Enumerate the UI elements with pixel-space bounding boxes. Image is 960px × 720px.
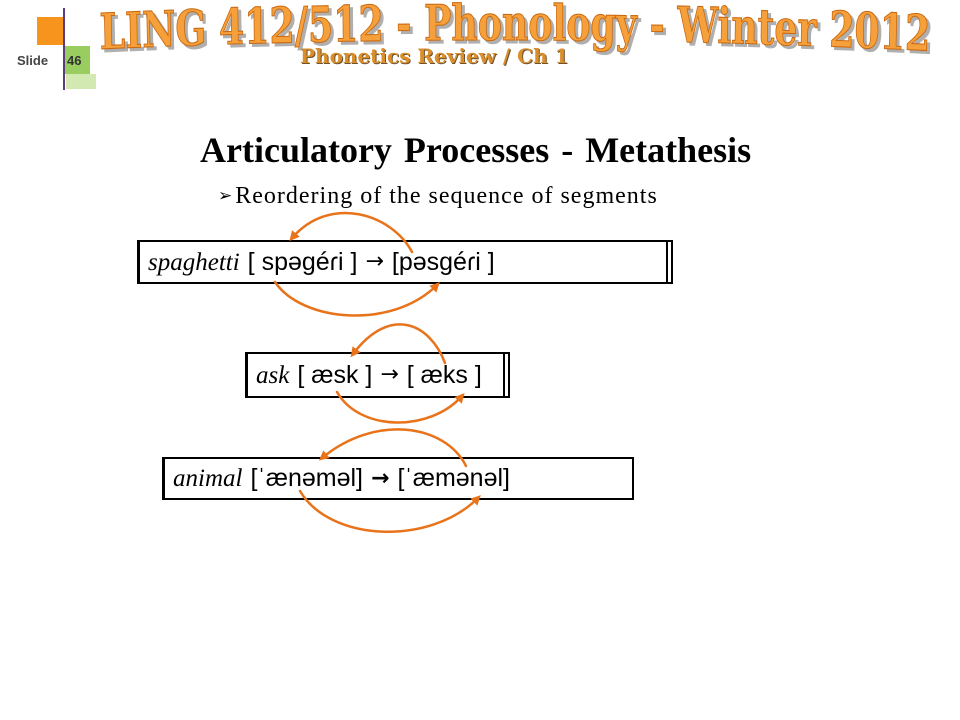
example-word: animal bbox=[173, 465, 243, 492]
example-arrow-symbol: → bbox=[380, 362, 399, 387]
example-arrow-symbol: → bbox=[371, 465, 390, 491]
decor-vertical-line bbox=[63, 8, 65, 90]
slide-number-badge bbox=[63, 46, 90, 74]
bullet-text: Reordering of the sequence of segments bbox=[235, 183, 658, 209]
swap-arrow-lower-spaghetti bbox=[273, 280, 440, 317]
example-after-transcription: [ˈæmənəl] bbox=[397, 464, 510, 492]
example-box-ask: ask [ æsk ] → [ æks ] bbox=[245, 352, 510, 398]
example-word: spaghetti bbox=[148, 248, 240, 276]
example-box-spaghetti: spaghetti [ spəgéɾi ] → [pəsgéɾi ] bbox=[137, 240, 673, 284]
bullet-item: ➢ Reordering of the sequence of segments bbox=[218, 183, 658, 209]
example-before-transcription: [ æsk ] bbox=[297, 360, 373, 389]
course-title: LING 412/512 - Phonology - Winter 2012 bbox=[99, 0, 932, 63]
example-arrow-symbol: → bbox=[365, 249, 384, 274]
course-subtitle: Phonetics Review / Ch 1 bbox=[300, 44, 569, 68]
slide-number-value: 46 bbox=[67, 53, 82, 68]
example-after-transcription: [pəsgéɾi ] bbox=[391, 247, 495, 276]
decor-pale-green-square bbox=[66, 74, 96, 89]
example-after-transcription: [ æks ] bbox=[406, 360, 482, 389]
slide-number-label: Slide bbox=[17, 53, 49, 68]
example-box-animal: animal [ˈænəməl] → [ˈæmənəl] bbox=[162, 457, 634, 500]
example-before-transcription: [ˈænəməl] bbox=[250, 464, 363, 492]
bullet-arrow-icon: ➢ bbox=[218, 186, 233, 206]
example-before-transcription: [ spəgéɾi ] bbox=[247, 247, 358, 276]
slide-heading: Articulatory Processes - Metathesis bbox=[200, 130, 752, 170]
example-word: ask bbox=[256, 361, 290, 389]
decor-orange-square bbox=[37, 17, 63, 45]
